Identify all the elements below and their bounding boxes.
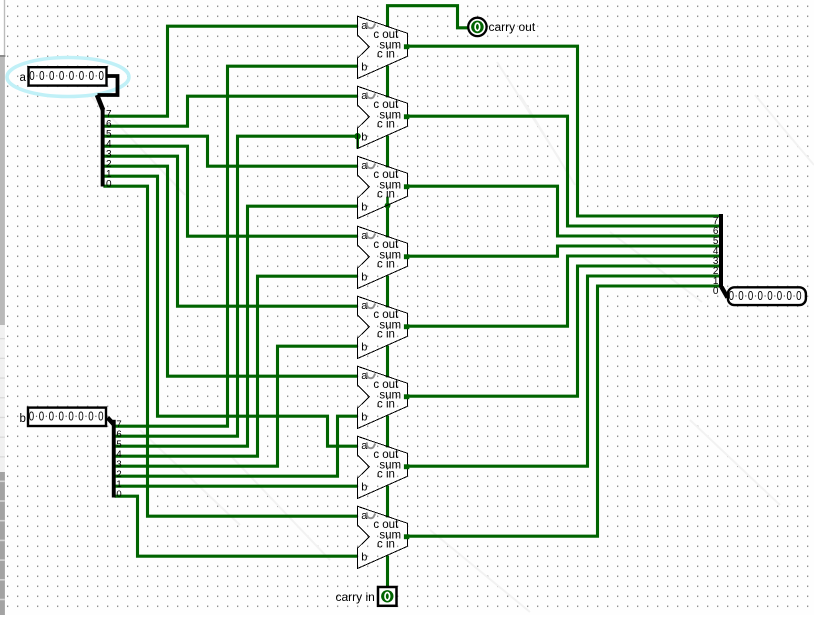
svg-text:0: 0 [59,70,64,83]
svg-text:c in: c in [377,399,395,411]
svg-text:a: a [20,72,27,84]
svg-text:c in: c in [377,259,395,271]
svg-text:0: 0 [88,410,93,423]
svg-text:0: 0 [729,290,734,303]
svg-text:0: 0 [748,290,753,303]
svg-text:b: b [361,341,367,353]
svg-text:0: 0 [777,290,782,303]
svg-text:b: b [361,271,367,283]
svg-text:0: 0 [738,290,743,303]
svg-text:0: 0 [69,70,74,83]
svg-text:0: 0 [39,70,44,83]
svg-text:carry in: carry in [335,590,374,604]
svg-text:0: 0 [49,410,54,423]
svg-text:0: 0 [713,286,719,297]
svg-text:0: 0 [49,70,54,83]
svg-text:c in: c in [377,329,395,341]
svg-text:b: b [361,481,367,493]
svg-text:0: 0 [116,489,121,500]
svg-text:0: 0 [78,410,83,423]
svg-text:0: 0 [79,70,84,83]
svg-text:b: b [361,61,367,73]
svg-text:0: 0 [58,410,63,423]
svg-text:b: b [20,413,26,425]
svg-text:0: 0 [767,290,772,303]
svg-text:0: 0 [106,179,112,190]
svg-text:b: b [361,411,367,423]
svg-text:c in: c in [377,469,395,481]
svg-text:carry out: carry out [489,20,536,34]
svg-text:0: 0 [29,410,34,423]
svg-text:0: 0 [68,410,73,423]
svg-text:0: 0 [98,70,103,83]
svg-text:0: 0 [757,290,762,303]
svg-text:c in: c in [377,119,395,131]
svg-text:0: 0 [29,70,34,83]
svg-text:0: 0 [89,70,94,83]
svg-text:b: b [361,551,367,563]
svg-text:b: b [361,131,367,143]
svg-text:c in: c in [377,539,395,551]
svg-text:c in: c in [377,49,395,61]
svg-text:c in: c in [377,189,395,201]
svg-text:0: 0 [98,410,103,423]
svg-text:0: 0 [796,290,801,303]
svg-text:0: 0 [39,410,44,423]
svg-text:b: b [361,201,367,213]
svg-text:0: 0 [786,290,791,303]
